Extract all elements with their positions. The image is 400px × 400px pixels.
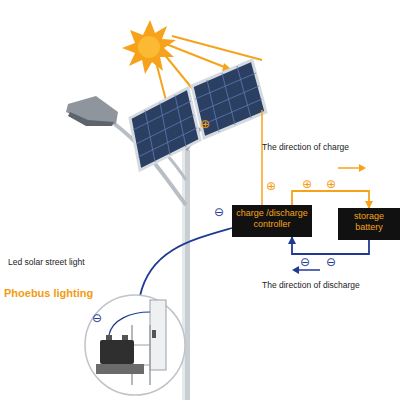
polarity-sign: ⊕ xyxy=(302,178,312,191)
battery-inset xyxy=(85,295,185,395)
brand-label: Phoebus lighting xyxy=(4,287,93,299)
polarity-sign: ⊕ xyxy=(200,118,210,131)
product-label: Led solar street light xyxy=(8,258,85,267)
pole xyxy=(182,150,190,400)
solar-panel xyxy=(130,60,266,170)
lamp-head xyxy=(66,96,118,124)
controller-box: charge /discharge controller xyxy=(232,205,312,237)
polarity-sign: ⊕ xyxy=(326,178,336,191)
direction-note: The direction of discharge xyxy=(262,281,360,290)
polarity-sign: ⊖ xyxy=(300,256,310,269)
polarity-sign: ⊖ xyxy=(326,256,336,269)
wire xyxy=(140,228,232,296)
box-text: storage battery xyxy=(342,211,396,233)
direction-note: The direction of charge xyxy=(262,143,349,152)
battery-box: storage battery xyxy=(338,208,400,240)
polarity-sign: ⊖ xyxy=(92,312,102,325)
box-text: charge /discharge controller xyxy=(236,208,308,230)
polarity-sign: ⊖ xyxy=(214,206,224,219)
polarity-sign: ⊕ xyxy=(266,180,276,193)
